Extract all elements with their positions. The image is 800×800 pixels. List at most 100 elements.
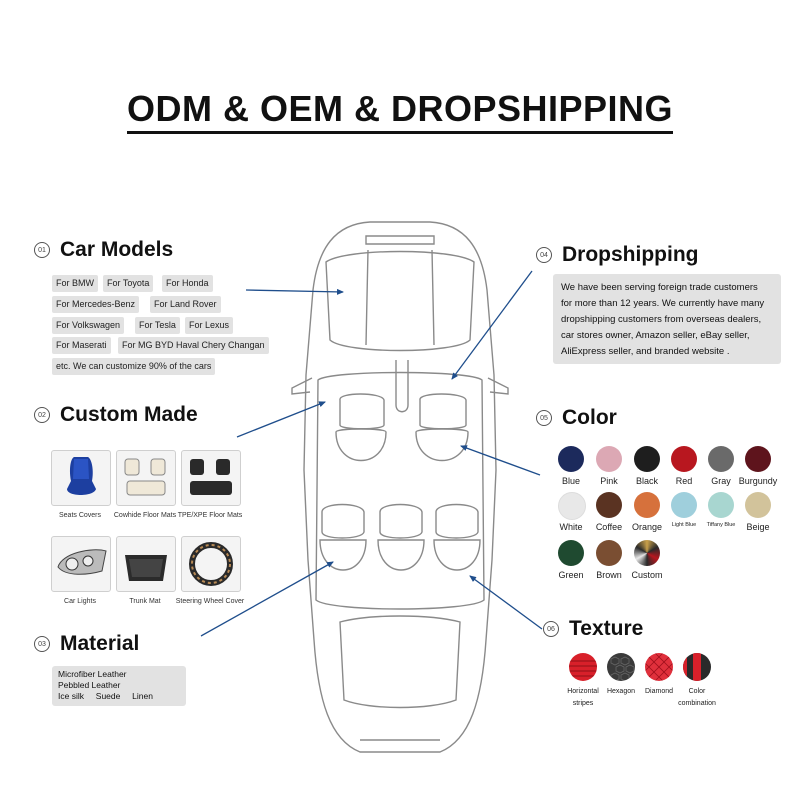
- color-swatch-brown: [596, 540, 622, 566]
- product-cowhide-mats: [116, 450, 176, 506]
- color-swatch-orange: [634, 492, 660, 518]
- color-swatch-coffee: [596, 492, 622, 518]
- texture-label: Diamond: [644, 688, 673, 695]
- color-swatch-label: Beige: [746, 522, 770, 532]
- car-model-tag: For Honda: [162, 275, 213, 292]
- color-swatch-label: Black: [635, 476, 658, 486]
- diamond-icon: [645, 653, 673, 681]
- product-label: Seats Covers: [58, 512, 102, 519]
- car-model-tag: For Lexus: [185, 317, 234, 334]
- page-title-text: ODM & OEM & DROPSHIPPING: [126, 88, 674, 134]
- car-model-tag: For Mercedes-Benz: [52, 296, 140, 313]
- color-header: 05 Color: [536, 406, 617, 430]
- floor-mat-icon: [124, 458, 166, 496]
- product-tpe-mats: [181, 450, 241, 506]
- color-swatch-label: Blue: [561, 476, 580, 486]
- material-header: 03 Material: [34, 632, 139, 656]
- dropshipping-header: 04 Dropshipping: [536, 243, 698, 267]
- color-swatch-green: [558, 540, 584, 566]
- section-number-05: 05: [536, 410, 552, 426]
- texture-label: Color combination: [678, 688, 716, 707]
- custom-made-title: Custom Made: [60, 403, 198, 426]
- material-line: Microfiber Leather: [58, 669, 127, 679]
- color-swatch-label: Brown: [596, 570, 622, 580]
- car-model-tag: For Volkswagen: [52, 317, 125, 334]
- car-model-tag: For MG BYD Haval Chery Changan: [118, 337, 269, 354]
- dropshipping-line: We have been serving foreign trade custo…: [561, 282, 758, 293]
- section-number-01: 01: [34, 242, 50, 258]
- car-models-title: Car Models: [60, 238, 174, 261]
- custom-made-header: 02 Custom Made: [34, 403, 198, 427]
- color-swatch-beige: [745, 492, 771, 518]
- color-swatch-burgundy: [745, 446, 771, 472]
- color-swatch-tiffany-blue: [708, 492, 734, 518]
- color-title: Color: [562, 406, 617, 429]
- car-model-tag: etc. We can customize 90% of the cars: [52, 358, 216, 375]
- color-swatch-custom: [634, 540, 660, 566]
- color-swatch-white: [558, 492, 586, 520]
- color-swatch-label: Light Blue: [671, 522, 697, 528]
- hexagon-icon: [607, 653, 635, 681]
- product-label: TPE/XPE Floor Mats: [177, 512, 243, 519]
- color-swatch-label: White: [559, 522, 583, 532]
- dropshipping-line: for more than 12 years. We currently hav…: [561, 298, 765, 309]
- texture-label: Horizontal stripes: [567, 688, 599, 707]
- product-label: Trunk Mat: [129, 598, 161, 605]
- material-line: Pebbled Leather: [58, 680, 121, 690]
- headlight-icon: [57, 549, 107, 575]
- arrows: [200, 270, 543, 637]
- material-box: Microfiber Leather Pebbled Leather Ice s…: [52, 666, 186, 706]
- color-swatch-label: Red: [675, 476, 693, 486]
- car-model-tag: For Maserati: [52, 337, 111, 354]
- car-model-tag: For Tesla: [135, 317, 180, 334]
- dropshipping-line: AliExpress seller, and branded website .: [561, 346, 730, 357]
- color-swatch-gray: [708, 446, 734, 472]
- dropshipping-box: We have been serving foreign trade custo…: [553, 274, 781, 364]
- material-title: Material: [60, 632, 140, 655]
- texture-header: 06 Texture: [543, 617, 643, 641]
- car-model-tag: For BMW: [52, 275, 98, 292]
- car-model-tag: For Land Rover: [150, 296, 221, 313]
- trunk-mat-icon: [125, 555, 167, 581]
- product-car-lights: [51, 536, 111, 592]
- product-seat-cover: [51, 450, 111, 506]
- section-number-06: 06: [543, 621, 559, 637]
- tpe-mat-icon: [190, 459, 232, 495]
- car-model-tag: For Toyota: [103, 275, 154, 292]
- material-line: Ice silk Suede Linen: [58, 691, 153, 701]
- steering-wheel-icon: [189, 542, 233, 586]
- texture-label: Hexagon: [606, 688, 636, 695]
- section-number-04: 04: [536, 247, 552, 263]
- color-swatch-label: Coffee: [595, 522, 623, 532]
- product-trunk-mat: [116, 536, 176, 592]
- color-swatch-label: Tiffany Blue: [706, 522, 736, 528]
- car-outline: [291, 221, 509, 753]
- product-label: Car Lights: [64, 598, 96, 605]
- color-swatch-red: [671, 446, 697, 472]
- dropshipping-line: dropshipping customers from overseas dea…: [561, 314, 762, 325]
- color-swatch-label: Gray: [711, 476, 731, 486]
- section-number-03: 03: [34, 636, 50, 652]
- color-swatch-light-blue: [671, 492, 697, 518]
- color-swatch-label: Orange: [631, 522, 663, 532]
- color-swatch-pink: [596, 446, 622, 472]
- color-swatch-label: Burgundy: [738, 476, 778, 486]
- product-steering-cover: [181, 536, 241, 592]
- color-swatch-label: Pink: [600, 476, 618, 486]
- product-label: Steering Wheel Cover: [175, 598, 245, 605]
- dropshipping-line: car stores owner, Amazon seller, eBay se…: [561, 330, 750, 341]
- color-swatch-label: Green: [558, 570, 584, 580]
- horizontal-stripes-icon: [569, 653, 597, 681]
- color-swatch-blue: [558, 446, 584, 472]
- page-title: ODM & OEM & DROPSHIPPING: [0, 88, 800, 134]
- color-swatch-black: [634, 446, 660, 472]
- color-swatch-label: Custom: [631, 570, 663, 580]
- seat-cover-icon: [67, 457, 96, 495]
- color-combination-icon: [683, 653, 711, 681]
- texture-title: Texture: [569, 617, 644, 640]
- dropshipping-title: Dropshipping: [562, 243, 699, 266]
- product-label: Cowhide Floor Mats: [113, 512, 177, 519]
- car-models-header: 01 Car Models: [34, 238, 173, 262]
- section-number-02: 02: [34, 407, 50, 423]
